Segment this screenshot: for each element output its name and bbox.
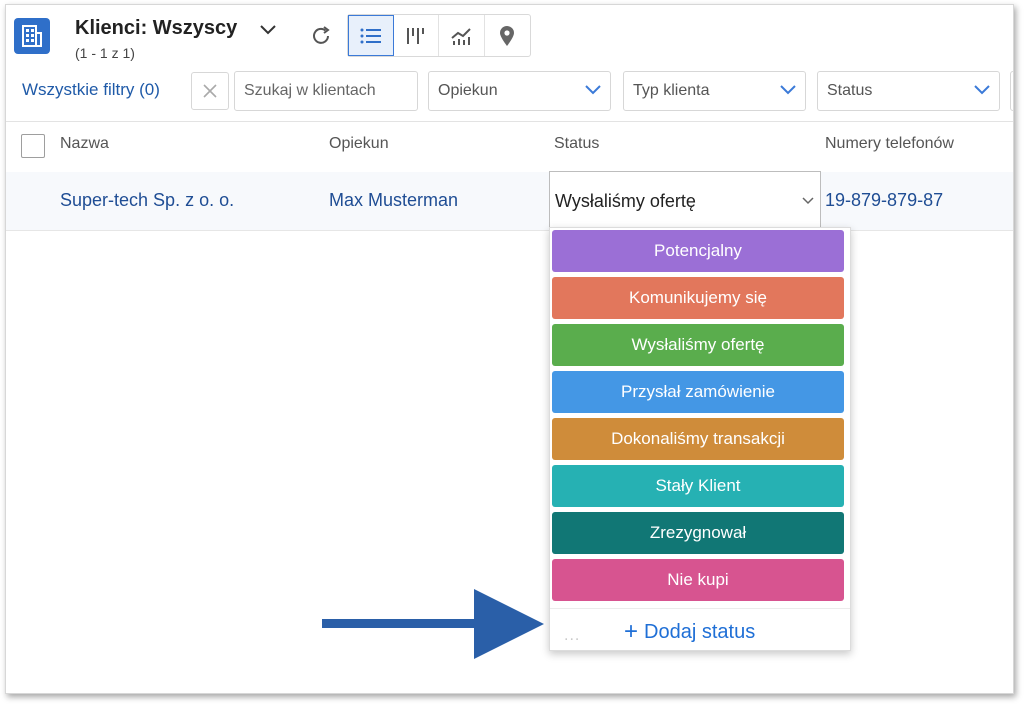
- status-select[interactable]: Wysłaliśmy ofertę: [549, 171, 821, 229]
- chevron-down-icon: [585, 85, 601, 95]
- divider: [6, 121, 1013, 122]
- status-filter-select[interactable]: Status: [817, 71, 1000, 111]
- status-select-value: Wysłaliśmy ofertę: [555, 191, 696, 211]
- status-filter-label: Status: [827, 82, 873, 99]
- column-header-status[interactable]: Status: [554, 135, 600, 152]
- column-header-telefon[interactable]: Numery telefonów: [825, 135, 954, 152]
- add-status-label: Dodaj status: [644, 621, 756, 643]
- map-view-icon[interactable]: [485, 15, 530, 56]
- clear-filters-button[interactable]: [191, 72, 229, 110]
- app-window: Klienci: Wszyscy (1 - 1 z 1): [5, 4, 1014, 694]
- typ-klienta-filter-label: Typ klienta: [633, 82, 710, 99]
- select-all-checkbox[interactable]: [21, 134, 45, 158]
- list-view-icon[interactable]: [348, 15, 394, 56]
- building-icon: [14, 18, 50, 54]
- status-dropdown: Potencjalny Komunikujemy się Wysłaliśmy …: [549, 227, 851, 651]
- search-input[interactable]: [234, 71, 418, 111]
- more-dots: ...: [564, 627, 581, 644]
- status-option-przyslal[interactable]: Przysłał zamówienie: [552, 371, 844, 413]
- plus-icon: +: [624, 618, 639, 645]
- status-option-wyslalismy[interactable]: Wysłaliśmy ofertę: [552, 324, 844, 366]
- more-filters-select[interactable]: [1010, 71, 1013, 111]
- view-switcher: [347, 14, 531, 57]
- column-header-nazwa[interactable]: Nazwa: [60, 135, 109, 152]
- status-option-dokonalismy[interactable]: Dokonaliśmy transakcji: [552, 418, 844, 460]
- typ-klienta-filter-select[interactable]: Typ klienta: [623, 71, 806, 111]
- page-title[interactable]: Klienci: Wszyscy: [75, 17, 238, 39]
- chevron-down-icon[interactable]: [260, 22, 276, 40]
- opiekun-filter-label: Opiekun: [438, 82, 498, 99]
- status-option-nie-kupi[interactable]: Nie kupi: [552, 559, 844, 601]
- all-filters-link[interactable]: Wszystkie filtry (0): [22, 80, 160, 99]
- table-row: [6, 172, 1013, 230]
- add-status-row: ... +Dodaj status: [550, 608, 850, 650]
- chevron-down-icon: [974, 85, 990, 95]
- record-count: (1 - 1 z 1): [75, 45, 135, 61]
- close-icon: [203, 84, 217, 98]
- pipeline-view-icon[interactable]: [394, 15, 440, 56]
- client-name-link[interactable]: Super-tech Sp. z o. o.: [60, 190, 235, 210]
- status-option-staly-klient[interactable]: Stały Klient: [552, 465, 844, 507]
- status-option-potencjalny[interactable]: Potencjalny: [552, 230, 844, 272]
- chevron-down-icon: [802, 197, 814, 205]
- refresh-icon[interactable]: [302, 16, 340, 56]
- owner-link[interactable]: Max Musterman: [329, 190, 459, 210]
- status-option-zrezygnowal[interactable]: Zrezygnował: [552, 512, 844, 554]
- column-header-opiekun[interactable]: Opiekun: [329, 135, 389, 152]
- chart-view-icon[interactable]: [439, 15, 485, 56]
- row-divider: [6, 230, 1013, 231]
- add-status-button[interactable]: +Dodaj status: [624, 618, 755, 646]
- chevron-down-icon: [780, 85, 796, 95]
- opiekun-filter-select[interactable]: Opiekun: [428, 71, 611, 111]
- phone-link[interactable]: 19-879-879-87: [825, 190, 944, 210]
- arrow-right-icon: [322, 589, 544, 659]
- status-option-komunikujemy[interactable]: Komunikujemy się: [552, 277, 844, 319]
